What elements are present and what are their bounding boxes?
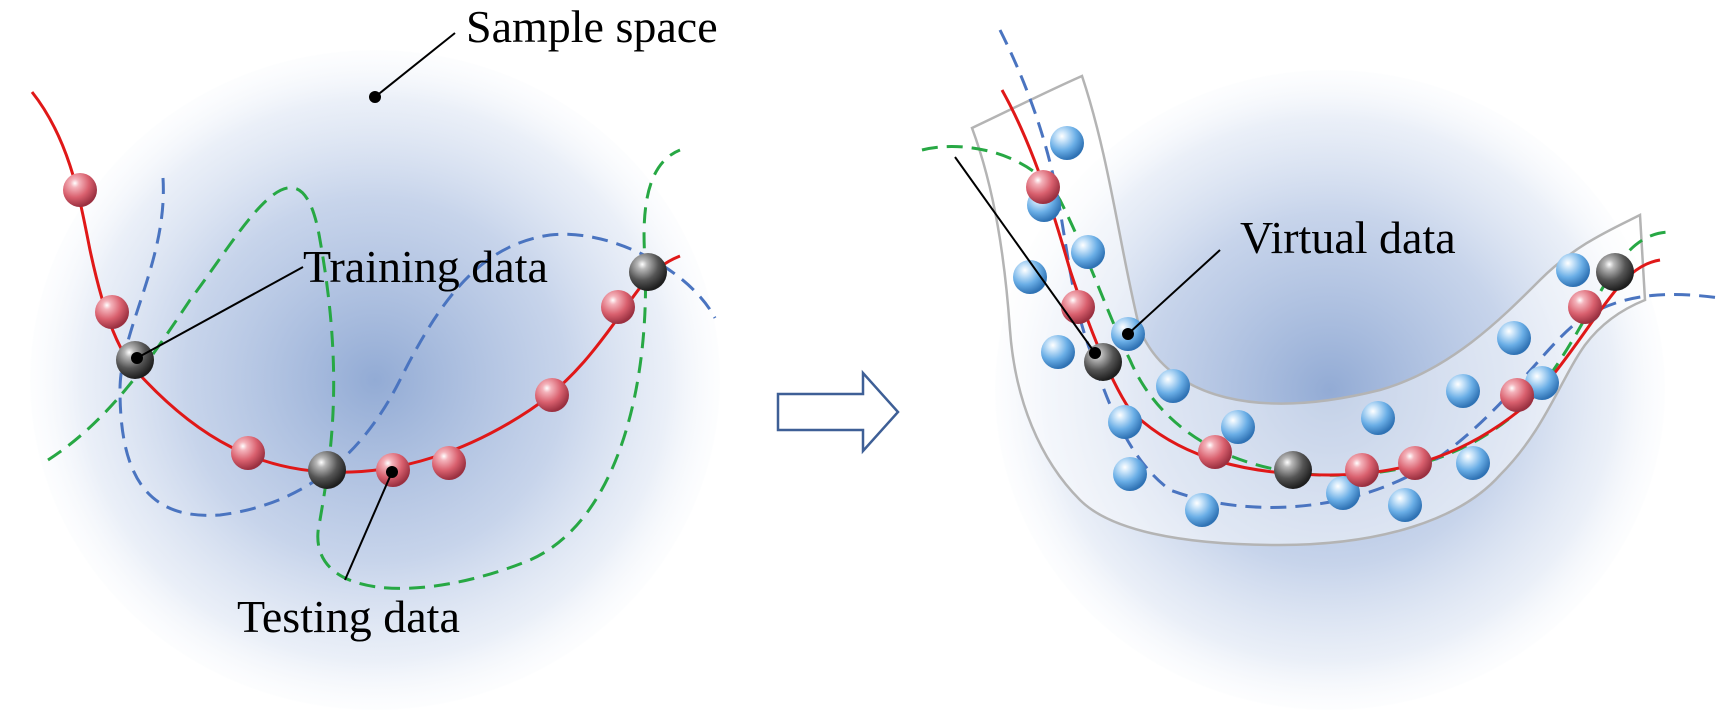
testing-data-dot [386, 466, 398, 478]
virtual-ball [1326, 476, 1360, 510]
training-data-dot-augmented [1089, 347, 1101, 359]
virtual-ball [1071, 235, 1105, 269]
transition-arrow [776, 369, 900, 455]
testing-ball [95, 295, 129, 329]
virtual-ball [1497, 321, 1531, 355]
training-data-label: Training data [303, 241, 548, 292]
virtual-ball [1041, 335, 1075, 369]
testing-ball [601, 290, 635, 324]
testing-ball [231, 436, 265, 470]
virtual-data-leader [1127, 249, 1221, 335]
training-ball [1084, 343, 1122, 381]
testing-ball [1026, 170, 1060, 204]
virtual-ball [1050, 126, 1084, 160]
testing-ball [1345, 453, 1379, 487]
training-ball [629, 253, 667, 291]
green-fit-curve [47, 148, 681, 590]
testing-ball [1568, 290, 1602, 324]
virtual-ball [1556, 253, 1590, 287]
testing-data-leader [344, 471, 393, 581]
training-ball [1596, 253, 1634, 291]
testing-ball [1500, 378, 1534, 412]
virtual-ball [1013, 260, 1047, 294]
training-data-leader [136, 266, 304, 359]
training-ball [308, 451, 346, 489]
testing-ball [1398, 446, 1432, 480]
virtual-ball [1361, 401, 1395, 435]
virtual-ball [1156, 369, 1190, 403]
sample-space-label: Sample space [466, 1, 718, 52]
testing-ball [1198, 435, 1232, 469]
testing-ball [63, 173, 97, 207]
training-data-dot [131, 352, 143, 364]
virtual-ball [1108, 405, 1142, 439]
virtual-data-label: Virtual data [1240, 212, 1456, 263]
sample-space-leader [374, 32, 456, 98]
virtual-ball [1388, 488, 1422, 522]
testing-data-label: Testing data [237, 591, 460, 642]
sample-space-dot [369, 91, 381, 103]
virtual-data-dot [1122, 328, 1134, 340]
virtual-ball [1113, 457, 1147, 491]
training-data-leader-augmented [954, 156, 1096, 354]
left-panel: Sample space Training data Testing data [30, 1, 720, 710]
testing-ball [535, 378, 569, 412]
testing-ball [432, 446, 466, 480]
virtual-ball [1221, 410, 1255, 444]
virtual-ball [1456, 446, 1490, 480]
right-panel: Virtual data [921, 29, 1721, 710]
sample-space-region [30, 50, 720, 710]
training-ball [1274, 451, 1312, 489]
virtual-ball [1185, 493, 1219, 527]
testing-ball [1061, 290, 1095, 324]
sample-space-region-augmented [995, 70, 1665, 710]
virtual-ball [1446, 374, 1480, 408]
